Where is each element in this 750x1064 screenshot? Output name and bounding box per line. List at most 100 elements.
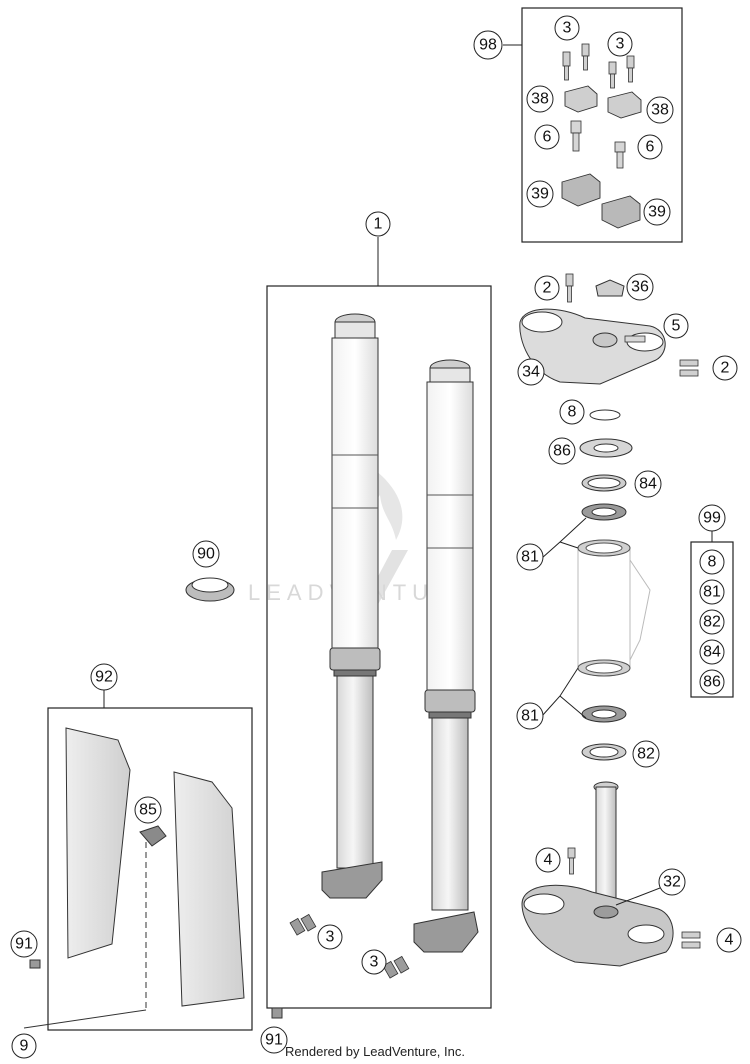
clamp-38-left	[564, 85, 598, 113]
callout-38a: 38	[526, 85, 554, 113]
callout-1: 1	[365, 211, 391, 237]
callout-98: 98	[473, 30, 503, 60]
svg-text:38: 38	[531, 91, 549, 108]
callout-81a: 81	[516, 543, 544, 571]
callout-3a: 3	[554, 15, 580, 41]
callout-5: 5	[663, 313, 689, 339]
svg-text:84: 84	[703, 644, 721, 661]
svg-text:86: 86	[553, 443, 571, 460]
callout-2a: 2	[534, 275, 560, 301]
kit-99-item-8: 8	[699, 549, 725, 575]
callout-84: 84	[634, 470, 662, 498]
kit-99-item-82: 82	[699, 609, 725, 635]
clamp-base-39-right	[601, 195, 641, 229]
svg-text:3: 3	[563, 20, 572, 37]
callout-3d: 3	[361, 949, 387, 975]
callout-36: 36	[626, 273, 654, 301]
svg-text:86: 86	[703, 674, 721, 691]
svg-text:81: 81	[703, 584, 721, 601]
svg-text:9: 9	[20, 1038, 29, 1055]
left-fork-guard	[65, 727, 131, 959]
kit-99-item-84: 84	[699, 639, 725, 665]
left-fork-leg	[321, 313, 383, 899]
svg-text:5: 5	[672, 318, 681, 335]
svg-text:39: 39	[648, 204, 666, 221]
svg-text:82: 82	[637, 746, 655, 763]
right-fork-leg	[413, 359, 479, 953]
callout-81b: 81	[516, 702, 544, 730]
svg-text:3: 3	[326, 929, 335, 946]
clamp-38-right	[607, 91, 642, 119]
callout-2b: 2	[712, 355, 738, 381]
svg-text:6: 6	[543, 129, 552, 146]
callout-92: 92	[90, 663, 118, 691]
fork-assembly-group	[266, 237, 492, 1009]
svg-text:32: 32	[663, 874, 681, 891]
svg-text:2: 2	[721, 360, 730, 377]
svg-text:91: 91	[265, 1032, 283, 1049]
callout-9: 9	[11, 1033, 37, 1059]
svg-text:4: 4	[725, 932, 734, 949]
ring-90	[185, 577, 235, 602]
svg-text:3: 3	[370, 954, 379, 971]
head-tube-outline	[577, 539, 651, 677]
rendered-by-credit: Rendered by LeadVenture, Inc.	[285, 1044, 465, 1059]
callouts: 98 3 3 38 38 6 6 39 39 1 2 36 5 2 34 8 8…	[10, 15, 742, 1059]
svg-text:34: 34	[522, 364, 540, 381]
callout-38b: 38	[646, 96, 674, 124]
callout-32: 32	[658, 868, 686, 896]
callout-82: 82	[632, 740, 660, 768]
svg-text:98: 98	[479, 37, 497, 54]
kit-99-item-81: 81	[699, 579, 725, 605]
svg-text:36: 36	[631, 279, 649, 296]
right-fork-guard	[173, 771, 245, 1007]
callout-90: 90	[192, 540, 220, 568]
fork-box	[266, 285, 492, 1009]
kit-screws	[562, 43, 635, 89]
kit-99-item-86: 86	[699, 669, 725, 695]
callout-6a: 6	[534, 124, 560, 150]
callout-91b: 91	[260, 1026, 288, 1054]
callout-4a: 4	[535, 847, 561, 873]
svg-text:8: 8	[568, 404, 577, 421]
callout-39a: 39	[526, 180, 554, 208]
callout-3b: 3	[607, 31, 633, 57]
svg-text:91: 91	[15, 936, 33, 953]
svg-text:82: 82	[703, 614, 721, 631]
callout-39b: 39	[643, 198, 671, 226]
svg-text:4: 4	[544, 852, 553, 869]
callout-85: 85	[134, 796, 162, 824]
svg-text:99: 99	[703, 510, 721, 527]
kit-bolts	[570, 120, 626, 169]
svg-text:90: 90	[197, 546, 215, 563]
svg-text:84: 84	[639, 476, 657, 493]
kit-98-group	[503, 7, 683, 243]
lower-triple-clamp-group	[521, 781, 701, 967]
callout-91a: 91	[10, 930, 38, 958]
bearing-stack	[541, 409, 651, 761]
svg-text:85: 85	[139, 802, 157, 819]
callout-6b: 6	[637, 134, 663, 160]
callout-34: 34	[517, 358, 545, 386]
guard-clip-85	[139, 825, 167, 847]
fork-guard-group	[23, 690, 283, 1031]
svg-text:8: 8	[708, 554, 717, 571]
svg-text:81: 81	[521, 549, 539, 566]
svg-text:81: 81	[521, 708, 539, 725]
callout-3c: 3	[317, 924, 343, 950]
svg-text:2: 2	[543, 280, 552, 297]
svg-text:38: 38	[651, 102, 669, 119]
svg-text:6: 6	[646, 139, 655, 156]
svg-text:39: 39	[531, 186, 549, 203]
svg-text:3: 3	[616, 36, 625, 53]
steering-stem	[595, 786, 617, 900]
axle-clamp-screws	[289, 913, 410, 979]
upper-triple-clamp-group	[519, 273, 699, 385]
callout-86: 86	[548, 437, 576, 465]
svg-text:92: 92	[95, 669, 113, 686]
svg-text:1: 1	[374, 216, 383, 233]
steering-nut	[595, 279, 625, 297]
kit-98-box	[521, 7, 683, 243]
